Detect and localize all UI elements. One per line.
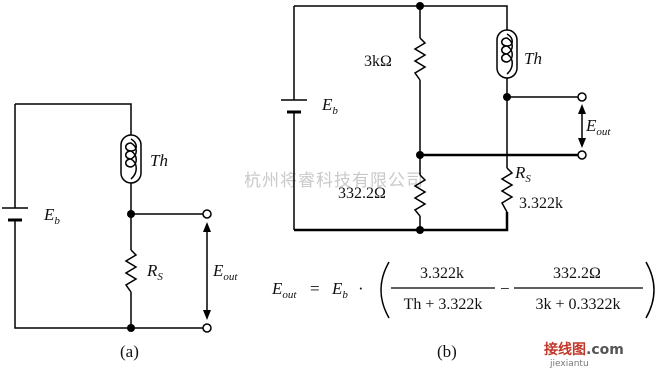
eq-equals: = (310, 279, 320, 298)
label-b-332: 332.2Ω (338, 185, 386, 202)
label-a-eb: Eb (43, 205, 60, 227)
terminal-a-bottom (202, 323, 212, 333)
label-b-th: Th (524, 49, 542, 68)
wire-b-bottom (294, 212, 509, 232)
node-b-mid (416, 151, 424, 159)
brand-site: jiexiantu (549, 359, 589, 368)
label-b-3k: 3kΩ (364, 53, 392, 70)
label-b-eout: Eout (585, 116, 611, 138)
resistor-b-332 (413, 174, 427, 217)
thermistor-b-body (496, 29, 518, 79)
eq-frac1-num: 3.322k (420, 265, 464, 282)
thermistor-a-body (120, 134, 142, 184)
wire-a-left-bottom (14, 220, 131, 329)
wire-a-top (15, 103, 132, 135)
eq-frac2-num: 332.2Ω (553, 265, 601, 282)
resistor-b-rs (500, 167, 514, 213)
label-a-rs: RS (146, 261, 163, 283)
thermistor-b-coil (501, 33, 513, 75)
eq-frac1-den: Th + 3.322k (404, 296, 483, 313)
label-b-rs-value: 3.322k (519, 195, 563, 212)
circuit-b (281, 5, 587, 232)
resistor-a-zigzag (124, 249, 138, 293)
wire-b-top (294, 5, 508, 30)
node-b-top (416, 2, 424, 10)
circuit-a (2, 103, 212, 333)
node-b-bottom (416, 226, 424, 234)
arrow-a-head-up (203, 222, 211, 232)
label-b-rs: RS (514, 163, 531, 185)
caption-a: (a) (120, 342, 139, 361)
node-a-mid (127, 210, 135, 218)
eq-eb: Eb (331, 279, 348, 301)
node-b-right (503, 93, 511, 101)
label-a-th: Th (150, 151, 168, 170)
arrow-b-head-up (578, 104, 586, 114)
equation: Eout = Eb · 3.322k Th + 3.322k − 332.2Ω … (271, 261, 655, 319)
caption-b: (b) (437, 342, 457, 361)
eq-dot: · (358, 279, 364, 298)
label-a-eout: Eout (212, 261, 238, 283)
brand-text: 接线图.com (544, 341, 624, 358)
terminal-b-top (577, 92, 587, 102)
thermistor-a-coil (125, 138, 137, 180)
eq-minus: − (500, 279, 510, 298)
arrow-b-head-down (578, 138, 586, 148)
eq-paren-left (380, 261, 390, 319)
eq-paren-right (645, 261, 655, 319)
arrow-a-head-down (203, 310, 211, 320)
watermark-text: 杭州将睿科技有限公司 (244, 171, 424, 191)
node-a-bottom (127, 324, 135, 332)
eq-frac2-den: 3k + 0.3322k (535, 296, 620, 313)
terminal-a-top (202, 209, 212, 219)
terminal-b-bottom (577, 150, 587, 160)
label-b-eb: Eb (321, 95, 338, 117)
eq-lhs: Eout (271, 279, 297, 301)
resistor-b-3k (413, 37, 427, 81)
brand-watermark: 接线图.com jiexiantu (544, 341, 624, 368)
